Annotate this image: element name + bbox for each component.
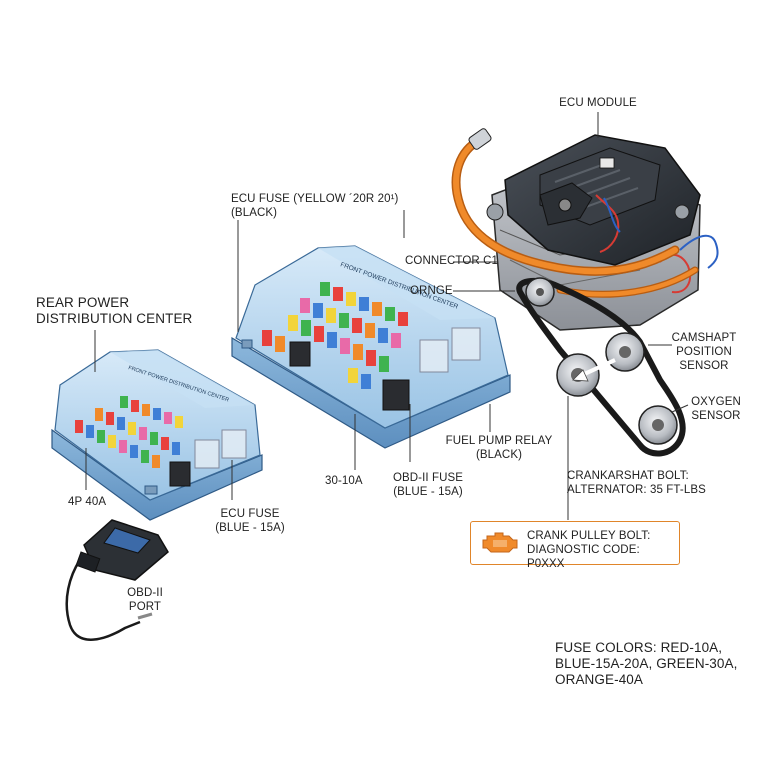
label-fuse-30-10a: 30-10A bbox=[325, 475, 363, 487]
leader-lines bbox=[85, 112, 689, 520]
front-power-distribution-box: FRONT POWER DISTRIBUTION CENTER bbox=[231, 245, 511, 449]
label-ornge: ORNGE bbox=[410, 285, 453, 297]
front-box-fuses bbox=[262, 282, 408, 389]
rear-box-fuses bbox=[75, 396, 183, 468]
obd-scanner-icon bbox=[65, 519, 169, 641]
label-fuel-pump-relay: FUEL PUMP RELAY (BLACK) bbox=[445, 435, 553, 461]
check-engine-icon bbox=[482, 532, 518, 553]
label-obd-ii-port: OBD-II PORT bbox=[127, 587, 163, 613]
diagnostic-callout-box: CRANK PULLEY BOLT: DIAGNOSTIC CODE: P0XX… bbox=[470, 521, 680, 570]
label-obd-ii-fuse: OBD-II FUSE (BLUE - 15A) bbox=[392, 472, 464, 498]
label-fuse-4p-40a: 4P 40A bbox=[68, 496, 107, 508]
label-ecu-fuse-blue: ECU FUSE (BLUE - 15A) bbox=[215, 508, 285, 534]
label-crankshaft-bolt: CRANKARSHAT BOLT: ALTERNATOR: 35 FT-LBS bbox=[567, 470, 706, 496]
label-connector-c1: CONNECTOR C1 bbox=[405, 255, 498, 267]
label-ecu-module: ECU MODULE bbox=[559, 97, 637, 109]
label-oxygen-sensor: OXYGEN SENSOR bbox=[691, 396, 741, 422]
label-rear-power-distribution-center: REAR POWER DISTRIBUTION CENTER bbox=[36, 295, 193, 326]
label-camshaft-position-sensor: CAMSHAPT POSITION SENSOR bbox=[671, 332, 737, 372]
label-ecu-fuse-yellow: ECU FUSE (YELLOW ´20R 20¹) (BLACK) bbox=[231, 193, 399, 219]
label-fuse-colors-legend: FUSE COLORS: RED-10A, BLUE-15A-20A, GREE… bbox=[555, 640, 738, 687]
label-crank-pulley-bolt: CRANK PULLEY BOLT: DIAGNOSTIC CODE: P0XX… bbox=[527, 530, 651, 570]
belt-drive bbox=[516, 277, 686, 457]
rear-power-distribution-box: FRONT POWER DISTRIBUTION CENTER bbox=[51, 349, 263, 521]
